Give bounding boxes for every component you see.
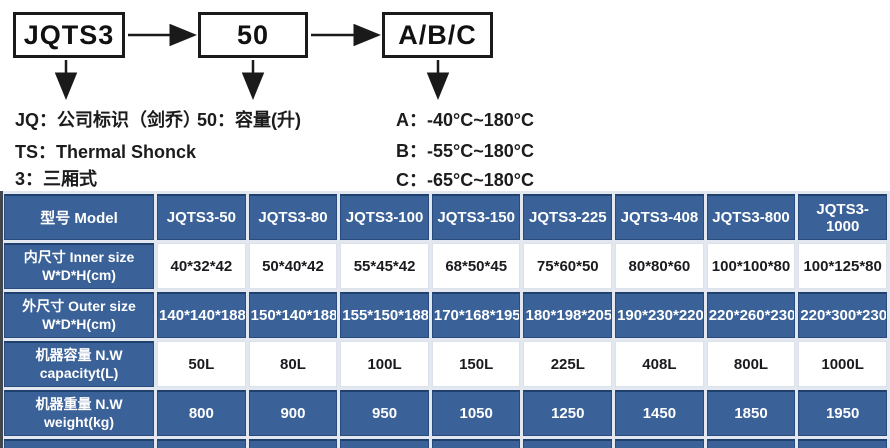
table-cell: 1250 — [523, 390, 613, 436]
note-jq-meaning: JQ：公司标识（剑乔） — [15, 110, 202, 130]
row-label-weight: 机器重量 N.W weight(kg) — [4, 390, 155, 436]
table-cell: 50L — [157, 341, 246, 387]
note-ts-meaning: TS：Thermal Shonck — [15, 142, 197, 162]
arrow-connectors — [54, 23, 450, 100]
spec-table: 型号 Model JQTS3-50 JQTS3-80 JQTS3-100 JQT… — [3, 191, 890, 448]
table-cell: 800 — [157, 390, 246, 436]
row-inner-size: 内尺寸 Inner size W*D*H(cm) 40*32*42 50*40*… — [4, 243, 887, 289]
table-cell: 100*125*80 — [798, 243, 887, 289]
table-cell — [4, 439, 155, 448]
table-cell: 180*198*205 — [523, 292, 613, 338]
row-outer-size: 外尺寸 Outer size W*D*H(cm) 140*140*188 150… — [4, 292, 887, 338]
table-cell: 408L — [615, 341, 704, 387]
table-cell — [798, 439, 887, 448]
table-cell: 50*40*42 — [248, 243, 338, 289]
row-partial-cutoff — [4, 439, 887, 448]
table-cell: 150*140*188 — [248, 292, 338, 338]
table-cell: 800L — [706, 341, 796, 387]
table-cell: 900 — [248, 390, 338, 436]
table-cell: 170*168*195 — [431, 292, 521, 338]
table-cell: 75*60*50 — [523, 243, 613, 289]
table-cell — [157, 439, 246, 448]
table-cell: 220*260*230 — [706, 292, 796, 338]
table-cell: 1850 — [706, 390, 796, 436]
row-label-outer-size: 外尺寸 Outer size W*D*H(cm) — [4, 292, 155, 338]
table-cell: 80*80*60 — [615, 243, 704, 289]
row-label-capacity: 机器容量 N.W capacityt(L) — [4, 341, 155, 387]
code-box-series: JQTS3 — [13, 12, 125, 58]
code-box-capacity: 50 — [198, 12, 308, 58]
note-grade-a: A：-40°C~180°C — [396, 110, 534, 130]
table-cell: 140*140*188 — [157, 292, 246, 338]
note-grade-b: B：-55°C~180°C — [396, 141, 534, 161]
model-code-diagram: JQTS3 50 A/B/C JQ：公司标识（剑乔） TS：Thermal Sh… — [0, 0, 890, 192]
table-cell: 950 — [340, 390, 429, 436]
column-header: JQTS3-150 — [431, 194, 521, 240]
code-box-temp-grade: A/B/C — [382, 12, 493, 58]
column-header-model: 型号 Model — [4, 194, 155, 240]
row-weight: 机器重量 N.W weight(kg) 800 900 950 1050 125… — [4, 390, 887, 436]
column-header: JQTS3-80 — [248, 194, 338, 240]
column-header: JQTS3-408 — [615, 194, 704, 240]
table-cell: 1950 — [798, 390, 887, 436]
row-label-inner-size: 内尺寸 Inner size W*D*H(cm) — [4, 243, 155, 289]
row-capacity: 机器容量 N.W capacityt(L) 50L 80L 100L 150L … — [4, 341, 887, 387]
table-cell: 1450 — [615, 390, 704, 436]
note-grade-c: C：-65°C~180°C — [396, 170, 534, 190]
table-cell: 68*50*45 — [431, 243, 521, 289]
table-cell: 100*100*80 — [706, 243, 796, 289]
column-header: JQTS3-1000 — [798, 194, 887, 240]
table-cell — [523, 439, 613, 448]
table-cell — [615, 439, 704, 448]
table-cell: 1000L — [798, 341, 887, 387]
table-cell: 155*150*188 — [340, 292, 429, 338]
column-header: JQTS3-800 — [706, 194, 796, 240]
header-row: 型号 Model JQTS3-50 JQTS3-80 JQTS3-100 JQT… — [4, 194, 887, 240]
note-3-meaning: 3：三厢式 — [15, 169, 98, 189]
table-cell: 40*32*42 — [157, 243, 246, 289]
table-cell — [431, 439, 521, 448]
table-cell: 220*300*230 — [798, 292, 887, 338]
column-header: JQTS3-225 — [523, 194, 613, 240]
table-cell: 100L — [340, 341, 429, 387]
table-cell — [340, 439, 429, 448]
table-cell — [706, 439, 796, 448]
table-cell — [248, 439, 338, 448]
table-cell: 225L — [523, 341, 613, 387]
table-cell: 80L — [248, 341, 338, 387]
table-cell: 190*230*220 — [615, 292, 704, 338]
column-header: JQTS3-100 — [340, 194, 429, 240]
spec-table-container: 型号 Model JQTS3-50 JQTS3-80 JQTS3-100 JQT… — [0, 191, 890, 448]
table-cell: 1050 — [431, 390, 521, 436]
column-header: JQTS3-50 — [157, 194, 246, 240]
note-50-meaning: 50：容量(升) — [197, 110, 302, 130]
table-cell: 150L — [431, 341, 521, 387]
table-cell: 55*45*42 — [340, 243, 429, 289]
